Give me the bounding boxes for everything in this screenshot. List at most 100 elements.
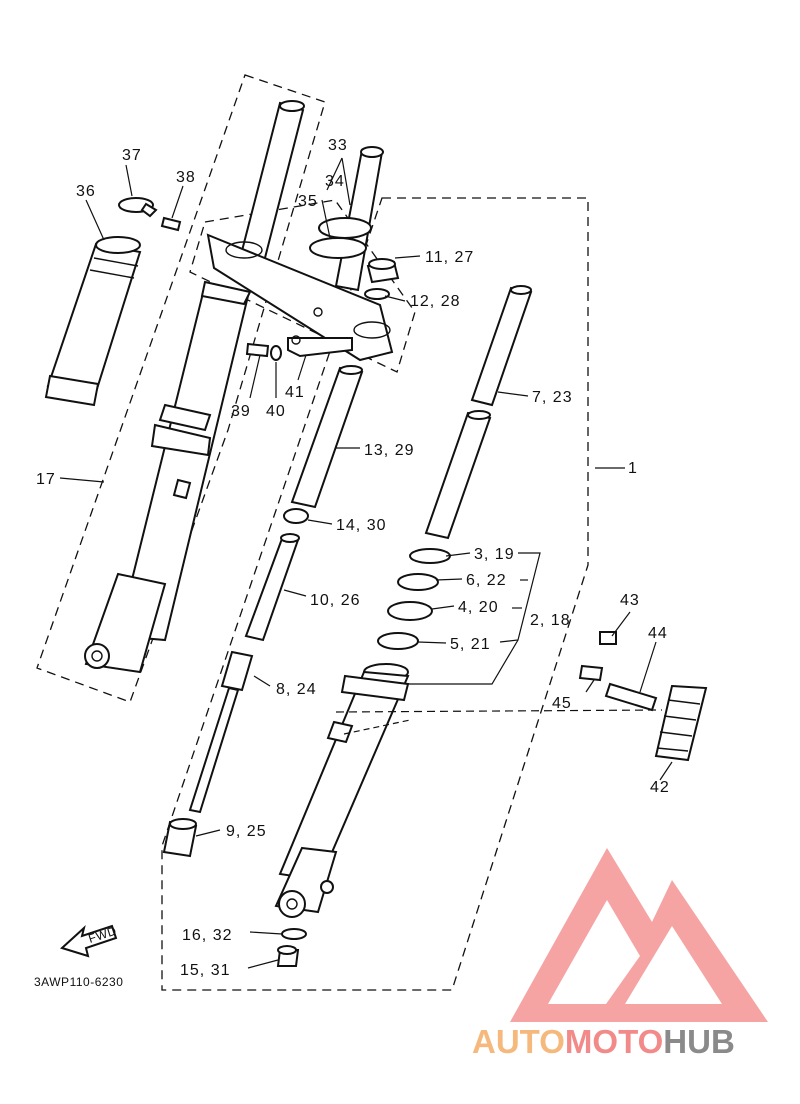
watermark-triangle-inner-2 bbox=[625, 926, 722, 1004]
label-3-19: 3, 19 bbox=[474, 546, 515, 563]
under-bracket bbox=[206, 233, 394, 362]
reflector-stay bbox=[604, 682, 658, 712]
rebound-spring-top bbox=[280, 533, 300, 543]
bracket-bolt bbox=[245, 342, 270, 358]
oil-seal bbox=[387, 601, 433, 621]
clamp-screw bbox=[160, 216, 182, 232]
watermark-triangle-inner bbox=[548, 900, 640, 1004]
slide-metal bbox=[377, 632, 419, 650]
dust-boot-body bbox=[46, 242, 142, 394]
part-labels: 33 34 35 37 38 36 11, 27 12, 28 7, 23 13… bbox=[36, 137, 670, 979]
left-tab bbox=[172, 478, 192, 500]
damper-rod-head bbox=[220, 650, 254, 692]
right-inner-tube-top bbox=[510, 285, 532, 295]
label-1: 1 bbox=[628, 460, 638, 477]
label-14-30: 14, 30 bbox=[336, 517, 386, 534]
watermark-text-auto: AUTO bbox=[472, 1023, 565, 1060]
label-41: 41 bbox=[285, 384, 305, 401]
damper-rod bbox=[188, 686, 240, 814]
label-39: 39 bbox=[231, 403, 251, 420]
reflector-grid bbox=[656, 699, 701, 752]
dust-boot-bottom-ring bbox=[44, 374, 100, 407]
fork-spring-top bbox=[339, 365, 363, 375]
left-fork-assembly bbox=[84, 100, 305, 674]
watermark-text-hub: HUB bbox=[663, 1023, 735, 1060]
label-6-22: 6, 22 bbox=[466, 572, 507, 589]
right-outer-tube-body bbox=[278, 670, 410, 882]
cap-bolt-top bbox=[368, 258, 396, 270]
right-inner-tube-lower-top bbox=[467, 410, 491, 420]
right-inner-tube-lower bbox=[424, 411, 492, 540]
label-17: 17 bbox=[36, 471, 56, 488]
drain-washer bbox=[281, 928, 307, 940]
label-38: 38 bbox=[176, 169, 196, 186]
right-outer-tube-bracket bbox=[340, 674, 410, 702]
label-42: 42 bbox=[650, 779, 670, 796]
rebound-spring bbox=[244, 534, 300, 642]
left-axle-eye bbox=[84, 643, 110, 669]
right-axle-eye-hole bbox=[286, 898, 298, 910]
dust-boot-rib-2 bbox=[89, 269, 135, 279]
drain-bolt-head bbox=[277, 945, 297, 955]
fwd-arrow-icon bbox=[60, 924, 118, 958]
right-inner-tube-upper bbox=[470, 286, 533, 407]
steering-assembly-outline bbox=[189, 199, 416, 373]
left-axle-eye-hole bbox=[91, 650, 103, 662]
oil-seal-washer bbox=[397, 573, 439, 591]
reflector-bracket-hole bbox=[291, 335, 301, 345]
svg-text:AUTOMOTOHUB: AUTOMOTOHUB bbox=[472, 1023, 735, 1060]
right-axle-eye bbox=[278, 890, 306, 918]
bearing-race-lower bbox=[309, 237, 367, 259]
label-33: 33 bbox=[328, 137, 348, 154]
dust-boot bbox=[44, 236, 142, 407]
label-13-29: 13, 29 bbox=[364, 442, 414, 459]
label-37: 37 bbox=[122, 147, 142, 164]
label-15-31: 15, 31 bbox=[180, 962, 230, 979]
label-35: 35 bbox=[298, 193, 318, 210]
left-outer-tube-seal-ring bbox=[158, 403, 212, 432]
steering-assembly bbox=[206, 146, 394, 362]
oil-lock-piece-top bbox=[169, 818, 197, 830]
dust-boot-top bbox=[95, 236, 141, 254]
spring-seat bbox=[283, 508, 309, 524]
o-ring bbox=[364, 288, 390, 300]
label-44: 44 bbox=[648, 625, 668, 642]
label-11-27: 11, 27 bbox=[425, 249, 474, 266]
watermark-text-moto: MOTO bbox=[565, 1023, 663, 1060]
reflector-bracket bbox=[287, 337, 353, 358]
circlip bbox=[409, 548, 451, 564]
label-2-18: 2, 18 bbox=[530, 612, 571, 629]
label-43: 43 bbox=[620, 592, 640, 609]
dust-boot-rib-1 bbox=[93, 257, 139, 267]
leader-lines bbox=[59, 157, 673, 969]
label-5-21: 5, 21 bbox=[450, 636, 491, 653]
right-outer-tube-tab bbox=[326, 720, 354, 744]
steering-stem-top bbox=[360, 146, 384, 158]
label-12-28: 12, 28 bbox=[410, 293, 460, 310]
right-inner-tube bbox=[424, 285, 533, 540]
watermark-logo: AUTOMOTOHUB bbox=[472, 848, 768, 1060]
reflector-bolt bbox=[578, 664, 604, 682]
fwd-arrow-badge: FWD bbox=[60, 924, 118, 958]
left-outer-tube-collar bbox=[200, 280, 252, 306]
label-9-25: 9, 25 bbox=[226, 823, 267, 840]
under-bracket-hole-right bbox=[353, 321, 391, 339]
label-16-32: 16, 32 bbox=[182, 927, 232, 944]
bracket-washer bbox=[270, 345, 282, 361]
label-10-26: 10, 26 bbox=[310, 592, 360, 609]
label-36: 36 bbox=[76, 183, 96, 200]
right-outer-tube bbox=[274, 663, 410, 918]
label-40: 40 bbox=[266, 403, 286, 420]
reflector-nut bbox=[599, 631, 617, 645]
under-bracket-bolt bbox=[313, 307, 323, 317]
left-inner-tube-top bbox=[279, 100, 305, 112]
diagram-code: 3AWP110-6230 bbox=[34, 975, 123, 989]
label-4-20: 4, 20 bbox=[458, 599, 499, 616]
label-45: 45 bbox=[552, 695, 572, 712]
right-pinch-bolt bbox=[320, 880, 334, 894]
label-7-23: 7, 23 bbox=[532, 389, 573, 406]
left-axle-bracket bbox=[150, 423, 212, 457]
label-34: 34 bbox=[325, 173, 345, 190]
label-8-24: 8, 24 bbox=[276, 681, 317, 698]
